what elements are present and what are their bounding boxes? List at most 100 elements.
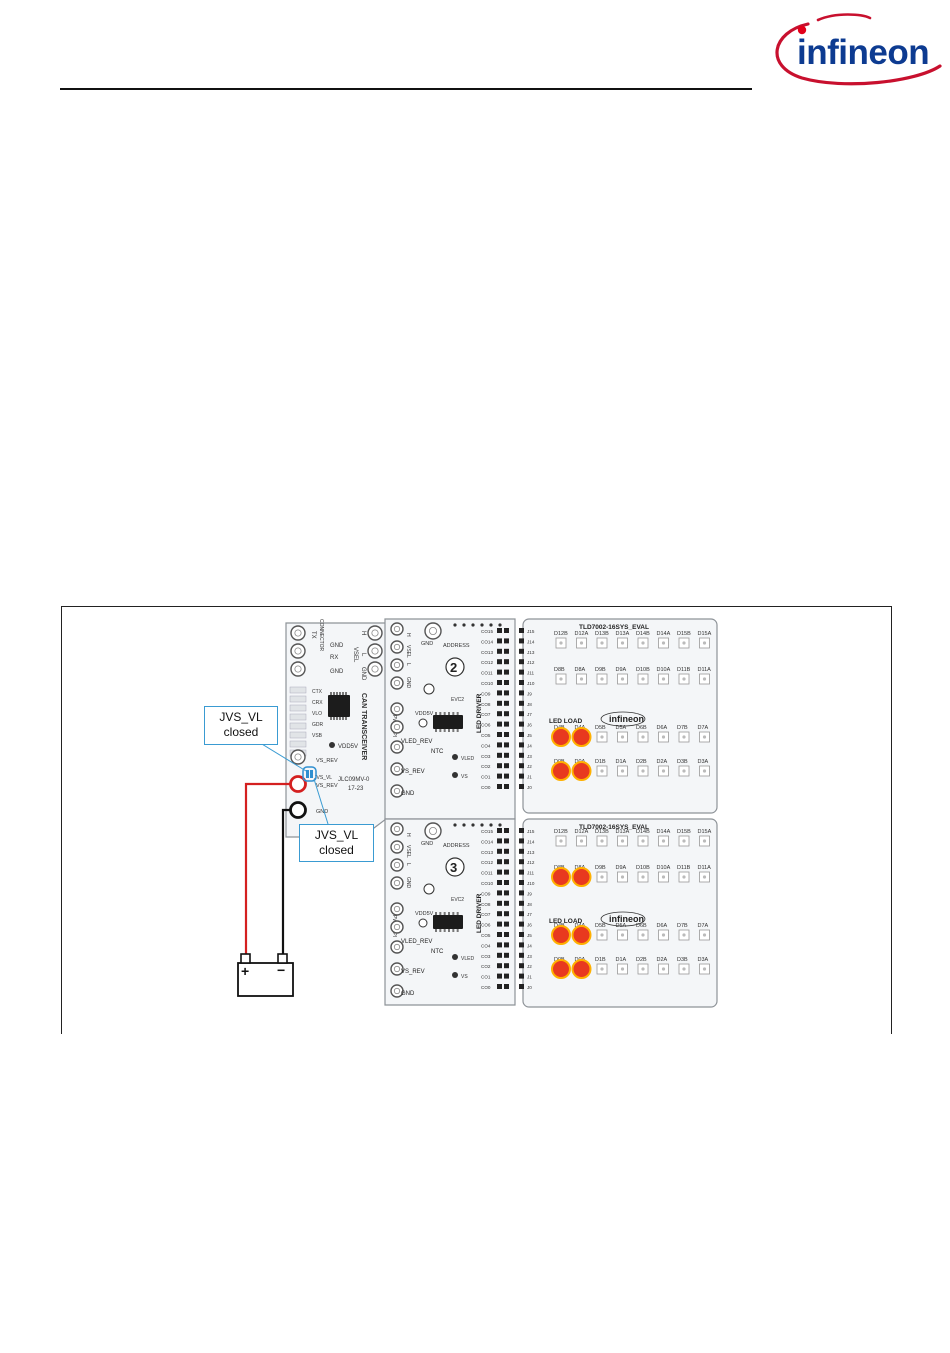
load-pin xyxy=(519,742,524,748)
led-label-d8a: D8A xyxy=(575,667,586,673)
test-point xyxy=(418,718,428,728)
load-pin xyxy=(519,784,524,789)
ic-pin xyxy=(333,692,335,695)
gnd-label: GND xyxy=(401,791,415,797)
load-pin xyxy=(519,984,524,989)
channel-label-co0: CO0 xyxy=(481,985,491,990)
led-label-d1a: D1A xyxy=(616,759,627,765)
jumper-label: J1 xyxy=(527,775,532,780)
led-chip xyxy=(682,677,686,681)
led-label-d5b: D5B xyxy=(595,923,606,929)
logo-swoosh xyxy=(775,22,942,86)
led-lit-d8b xyxy=(551,867,571,887)
vled-label: VLED xyxy=(461,956,474,962)
edge-pad xyxy=(289,722,307,730)
led-chip xyxy=(682,641,686,645)
can-vs-rev-label2: VS_REV xyxy=(316,783,338,789)
channel-label-co9: CO9 xyxy=(481,891,491,896)
jumper-label: J15 xyxy=(527,829,535,834)
connector-hole xyxy=(393,723,401,731)
channel-pin xyxy=(504,848,509,854)
ic-pin xyxy=(456,929,459,932)
channel-pin xyxy=(504,742,509,748)
jvs-callout-top: JVS_VL closed xyxy=(204,706,278,745)
ic-pin xyxy=(448,929,450,932)
led-label-d10b: D10B xyxy=(636,865,650,871)
ic-pin xyxy=(330,717,332,720)
led-chip xyxy=(661,839,666,843)
load-pin xyxy=(519,921,524,927)
evc-label: EVC2 xyxy=(451,697,464,703)
led-label-d10a: D10A xyxy=(657,667,671,673)
jumper-label: J4 xyxy=(527,743,532,748)
connector-hole xyxy=(393,879,401,887)
channel-pin xyxy=(497,952,502,958)
load-pin xyxy=(519,838,524,844)
can-pin-label-vsb: VSB xyxy=(312,733,323,739)
jumper-label: J0 xyxy=(527,785,532,790)
jumper-label: J10 xyxy=(527,681,535,686)
led-chip xyxy=(702,769,707,773)
led-chip xyxy=(600,875,604,879)
channel-pin xyxy=(504,900,509,906)
led-load-label: LED LOAD xyxy=(549,918,583,925)
channel-label-co11: CO11 xyxy=(481,871,493,876)
can-pin-label-crx: CRX xyxy=(312,700,323,706)
can-pin-label-gdr: GDR xyxy=(312,722,324,728)
channel-pin xyxy=(504,648,509,654)
jumper-label: J4 xyxy=(527,943,532,948)
led-chip xyxy=(661,677,666,681)
header-pin xyxy=(471,623,475,627)
led-chip xyxy=(702,677,707,681)
connector-hole xyxy=(393,905,401,913)
channel-label-co3: CO3 xyxy=(481,754,491,759)
led-chip xyxy=(661,769,666,773)
led-label-d10a: D10A xyxy=(657,865,671,871)
led-chip xyxy=(559,677,563,681)
ic-pin xyxy=(435,912,437,915)
load-pin xyxy=(519,911,524,917)
led-label-d2b: D2B xyxy=(636,957,647,963)
channel-label-co8: CO8 xyxy=(481,902,491,907)
channel-pin xyxy=(504,659,509,665)
driver-label-h: H xyxy=(405,633,411,637)
channel-pin xyxy=(504,784,509,789)
led-label-d10b: D10B xyxy=(636,667,650,673)
load-pin xyxy=(519,880,524,885)
jumper-label: J3 xyxy=(527,754,532,759)
callout-line1: JVS_VL xyxy=(219,710,263,724)
header-rule xyxy=(60,88,752,90)
led-label-d6a: D6A xyxy=(657,923,668,929)
edge-pad xyxy=(289,695,307,703)
led-label-d6a: D6A xyxy=(657,725,668,731)
led-label-d13a: D13A xyxy=(616,829,630,835)
logo-text: infineon xyxy=(797,33,929,72)
can-label-vsel: VSEL xyxy=(352,647,358,663)
channel-pin xyxy=(504,732,509,737)
can-pin-label-vlo: VLO xyxy=(312,711,322,717)
driver-gnd-label: GND xyxy=(421,641,433,647)
evc-label: EVC2 xyxy=(451,897,464,903)
channel-label-co15: CO15 xyxy=(481,629,493,634)
channel-pin xyxy=(497,711,502,717)
channel-pin xyxy=(504,921,509,927)
driver-label-h: H xyxy=(405,833,411,837)
connector-hole xyxy=(294,629,302,637)
led-label-d7a: D7A xyxy=(698,923,709,929)
load-pin xyxy=(519,648,524,654)
driver-title: LED DRIVER xyxy=(476,893,483,933)
load-pin xyxy=(519,890,524,896)
channel-pin xyxy=(497,869,502,875)
led-chip xyxy=(620,933,625,937)
channel-pin xyxy=(497,721,502,727)
led-chip xyxy=(682,735,686,739)
ic-pin xyxy=(448,712,450,715)
channel-label-co2: CO2 xyxy=(481,964,491,969)
load-pin xyxy=(519,869,524,875)
connector-hole xyxy=(294,665,302,673)
channel-label-co5: CO5 xyxy=(481,733,491,738)
led-chip xyxy=(682,967,686,971)
channel-pin xyxy=(497,880,502,885)
channel-label-co8: CO8 xyxy=(481,702,491,707)
